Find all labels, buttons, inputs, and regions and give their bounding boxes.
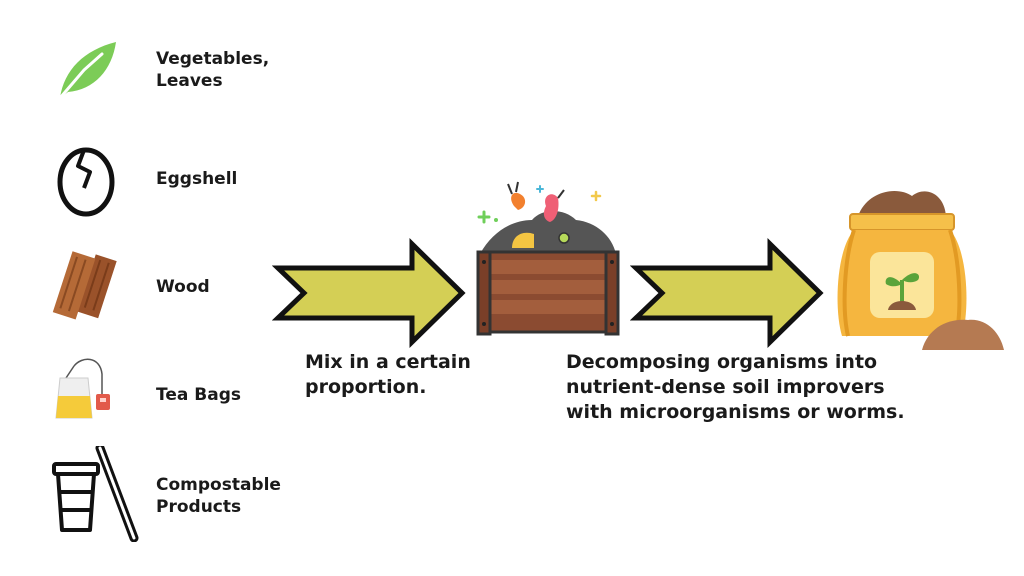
input-vegetables-leaves: Vegetables, Leaves	[0, 38, 330, 118]
input-label: Compostable Products	[156, 475, 281, 517]
input-eggshell: Eggshell	[0, 142, 330, 222]
input-label: Wood	[156, 277, 210, 297]
input-label: Eggshell	[156, 169, 238, 189]
input-label: Vegetables, Leaves	[156, 49, 270, 91]
arrow-right-icon	[272, 238, 466, 348]
step-caption-decompose: Decomposing organisms into nutrient-dens…	[566, 351, 905, 423]
tea-bag-icon	[55, 358, 110, 419]
input-compostable-products: Compostable Products	[0, 446, 330, 542]
soil-bag-icon	[837, 190, 1004, 350]
cup-and-straw-icon	[52, 446, 139, 542]
input-wood: Wood	[0, 250, 330, 330]
input-tea-bags: Tea Bags	[0, 354, 330, 434]
input-label: Tea Bags	[156, 385, 241, 405]
compost-bin-icon	[476, 181, 620, 336]
eggshell-icon	[57, 147, 115, 217]
leaf-icon	[58, 42, 116, 100]
step-caption-mix: Mix in a certain proportion.	[305, 351, 471, 398]
wood-icon	[52, 251, 117, 320]
arrow-right-icon	[630, 238, 824, 348]
